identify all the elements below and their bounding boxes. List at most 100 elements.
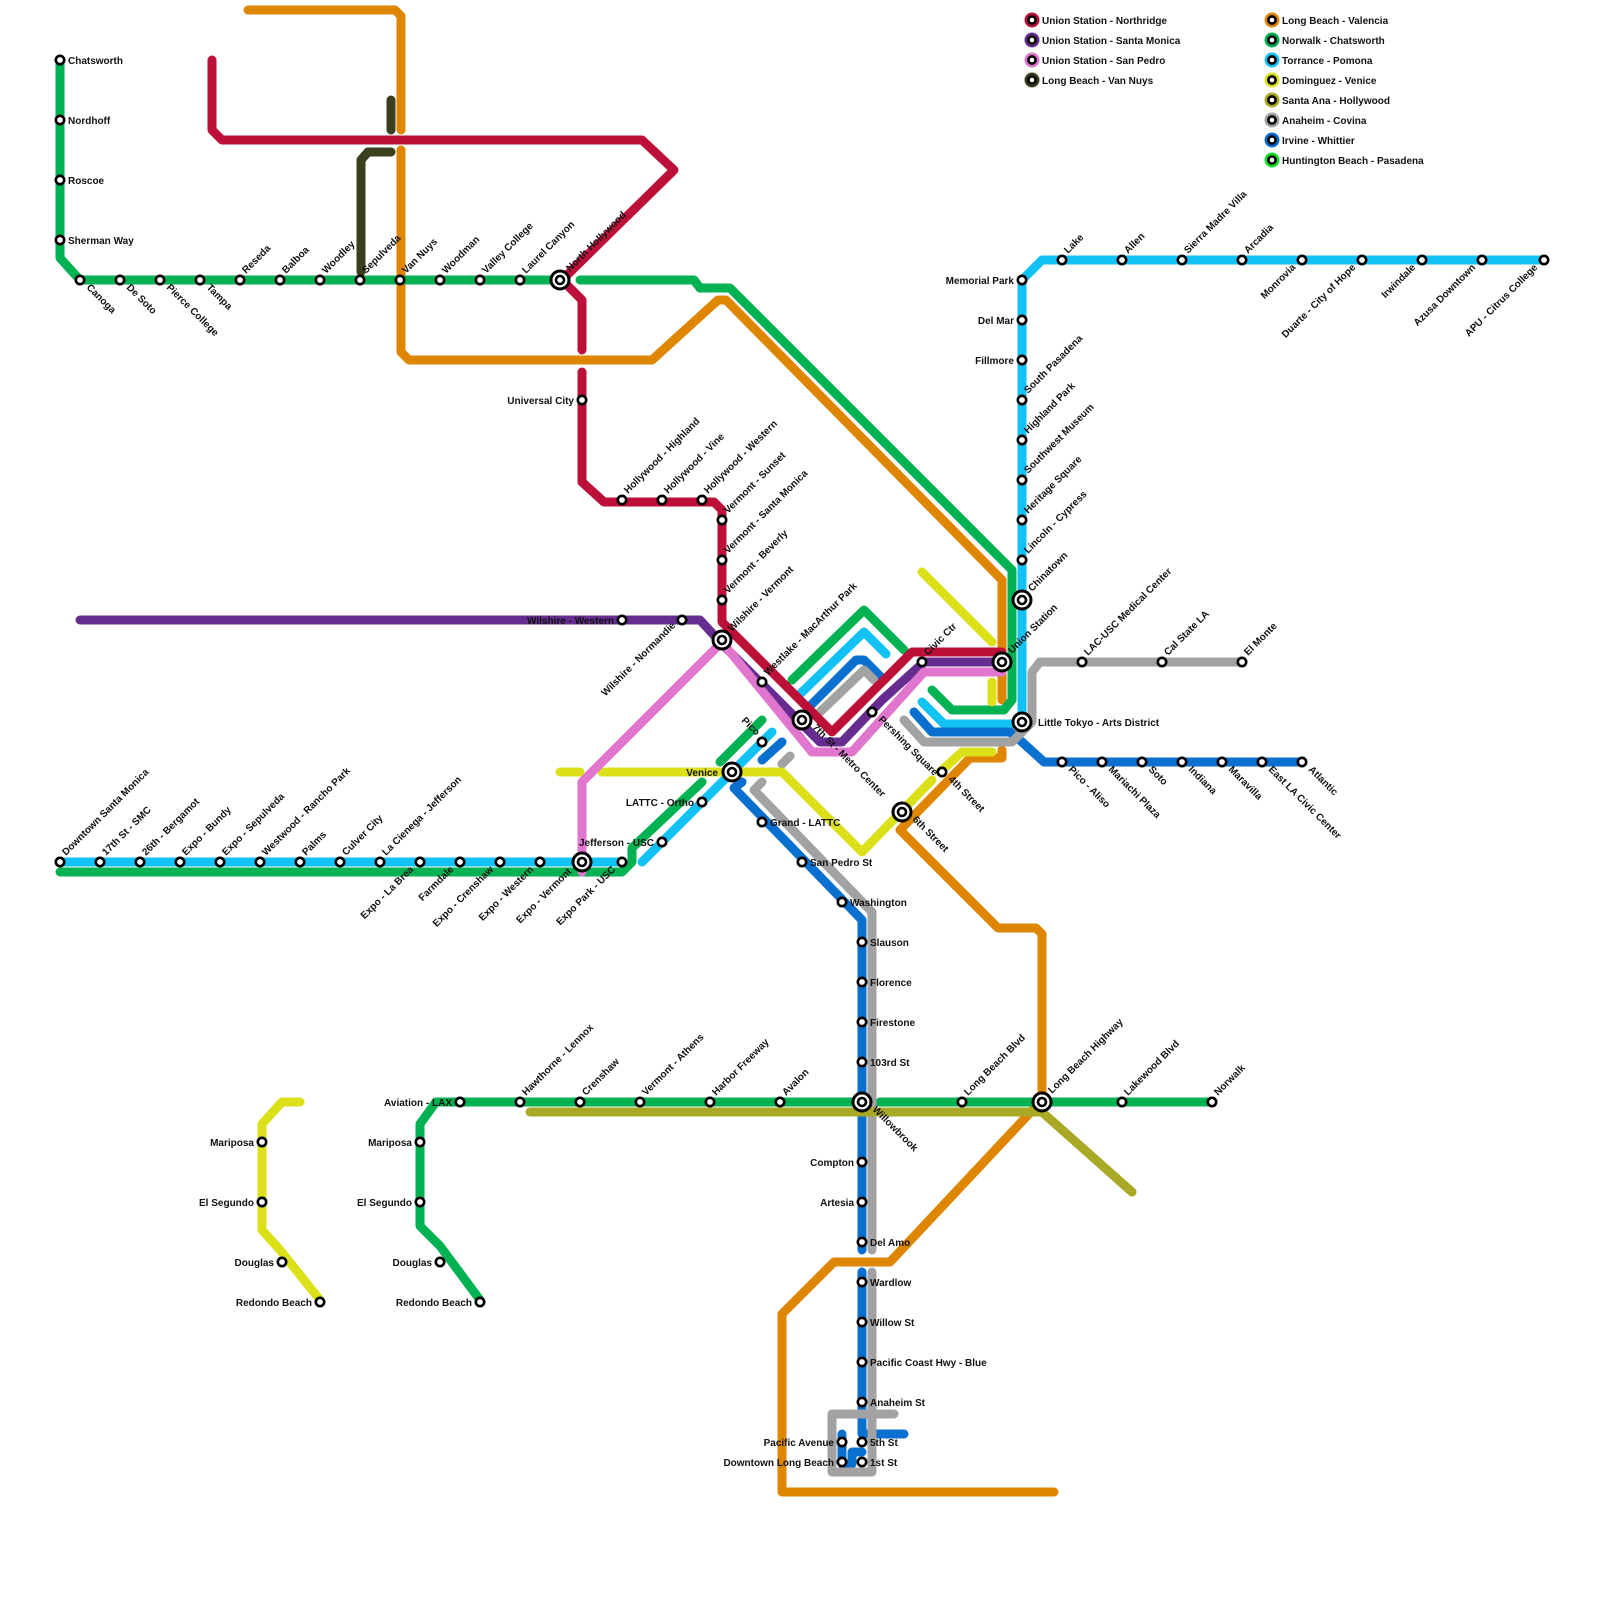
- interchange-marker-core: [856, 1096, 868, 1108]
- legend-label: Anaheim - Covina: [1282, 116, 1367, 127]
- station-wilshire-western: [616, 614, 628, 626]
- station-long-beach-blvd: [956, 1096, 968, 1108]
- station-6th-street: [891, 801, 913, 823]
- station-marker: [174, 856, 186, 868]
- station-hawthorne-lennox: [514, 1096, 526, 1108]
- station-label-lac-usc-medical-center: LAC-USC Medical Center: [1082, 566, 1174, 658]
- station-long-beach-highway: [1031, 1091, 1053, 1113]
- interchange-marker-core: [1036, 1096, 1048, 1108]
- interchange-marker-core: [1016, 716, 1028, 728]
- station-marker: [856, 1236, 868, 1248]
- route-anaheim-covina: [749, 777, 877, 1255]
- stations-layer: [54, 54, 1550, 1468]
- station-hollywood-vine: [656, 494, 668, 506]
- legend-item-sanpedro: Union Station - San Pedro: [1024, 52, 1165, 68]
- station-south-pasadena: [1016, 394, 1028, 406]
- station-mariposa: [414, 1136, 426, 1148]
- station-lac-usc-medical-center: [1076, 656, 1088, 668]
- station-label-monrovia: Monrovia: [1259, 262, 1299, 302]
- station-label-avalon: Avalon: [780, 1067, 811, 1098]
- station-valley-college: [474, 274, 486, 286]
- station-marker: [1076, 656, 1088, 668]
- station-label-de-soto: De Soto: [124, 282, 158, 316]
- route-union-station-san-pedro: [577, 637, 1007, 877]
- station-washington: [836, 896, 848, 908]
- station-marker: [414, 1136, 426, 1148]
- station-wilshire-vermont: [711, 629, 733, 651]
- station-label-long-beach-blvd: Long Beach Blvd: [962, 1033, 1028, 1099]
- station-label-reseda: Reseda: [240, 243, 273, 276]
- station-marker: [74, 274, 86, 286]
- station-marker: [696, 494, 708, 506]
- station-label-la-cienega-jefferson: La Cienega - Jefferson: [380, 774, 464, 858]
- station-label-apu-citrus-college: APU - Citrus College: [1463, 262, 1540, 339]
- station-marker: [1056, 254, 1068, 266]
- station-label-chinatown: Chinatown: [1026, 550, 1070, 594]
- station-nordhoff: [54, 114, 66, 126]
- station-marker: [616, 614, 628, 626]
- station-label-chatsworth: Chatsworth: [68, 56, 123, 67]
- station-marker: [354, 274, 366, 286]
- station-marker: [1016, 434, 1028, 446]
- station-label-mariposa: Mariposa: [210, 1138, 254, 1149]
- station-label-del-mar: Del Mar: [978, 316, 1014, 327]
- station-sierra-madre-villa: [1176, 254, 1188, 266]
- station-label-compton: Compton: [810, 1158, 854, 1169]
- station-culver-city: [334, 856, 346, 868]
- station-label-san-pedro-st: San Pedro St: [810, 858, 873, 869]
- route-long-beach-valencia: [243, 5, 406, 135]
- station-marker: [1016, 394, 1028, 406]
- station-marker: [1176, 254, 1188, 266]
- station-marker: [276, 1256, 288, 1268]
- station-aviation-lax: [454, 1096, 466, 1108]
- legend-label: Huntington Beach - Pasadena: [1282, 156, 1424, 167]
- legend-station-marker: [1267, 95, 1277, 105]
- station-marker: [1016, 274, 1028, 286]
- station-marker: [114, 274, 126, 286]
- station-downtown-santa-monica: [54, 856, 66, 868]
- station-crenshaw: [574, 1096, 586, 1108]
- station-label-pico-aliso: Pico - Aliso: [1066, 764, 1112, 810]
- station-label-4th-street: 4th Street: [946, 774, 987, 815]
- station-label-cal-state-la: Cal State LA: [1162, 609, 1211, 658]
- station-marker: [634, 1096, 646, 1108]
- station-103rd-st: [856, 1056, 868, 1068]
- station-marker: [1216, 756, 1228, 768]
- station-la-cienega-jefferson: [374, 856, 386, 868]
- station-label-aviation-lax: Aviation - LAX: [384, 1098, 452, 1109]
- station-marker: [756, 676, 768, 688]
- station-label-hollywood-highland: Hollywood - Highland: [622, 416, 702, 496]
- station-marker: [836, 1436, 848, 1448]
- station-marker: [314, 1296, 326, 1308]
- station-marker: [334, 856, 346, 868]
- interchange-marker-core: [576, 856, 588, 868]
- station-marker: [254, 856, 266, 868]
- legend-item-covina: Anaheim - Covina: [1264, 112, 1367, 128]
- station-marker: [1056, 756, 1068, 768]
- legend-station-marker: [1267, 155, 1277, 165]
- station-marker: [656, 494, 668, 506]
- station-azusa-downtown: [1476, 254, 1488, 266]
- station-lincoln-cypress: [1016, 554, 1028, 566]
- station-venice: [721, 761, 743, 783]
- station-marker: [856, 1356, 868, 1368]
- station-marker: [616, 856, 628, 868]
- station-label-woodman: Woodman: [440, 234, 482, 276]
- station-marker: [1416, 254, 1428, 266]
- station-marker: [234, 274, 246, 286]
- station-marker: [1096, 756, 1108, 768]
- station-marker: [856, 976, 868, 988]
- route-irvine-whittier: [837, 1429, 867, 1469]
- station-pacific-coast-hwy-blue: [856, 1356, 868, 1368]
- legend-station-marker: [1267, 55, 1277, 65]
- station-label-douglas: Douglas: [235, 1258, 275, 1269]
- station-label-palms: Palms: [300, 829, 329, 858]
- station-label-southwest-museum: Southwest Museum: [1022, 402, 1096, 476]
- station-marker: [54, 856, 66, 868]
- legend-label: Santa Ana - Hollywood: [1282, 96, 1390, 107]
- station-woodley: [314, 274, 326, 286]
- station-marker: [1538, 254, 1550, 266]
- station-marker: [414, 856, 426, 868]
- route-union-station-northridge: [207, 55, 679, 355]
- legend-station-marker: [1027, 55, 1037, 65]
